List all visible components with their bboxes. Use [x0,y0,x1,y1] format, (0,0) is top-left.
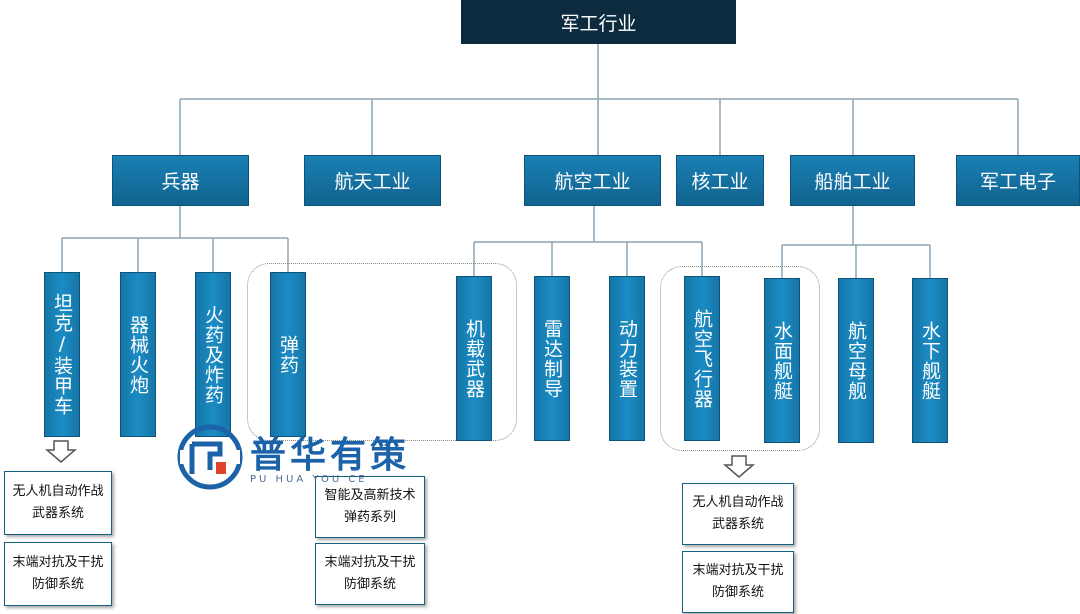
sub-surface-vessels: 水面舰艇 [764,278,800,443]
watermark-logo-icon [177,424,243,490]
note-uav-combat-system: 无人机自动作战武器系统 [682,483,794,545]
sub-submarines: 水下舰艇 [912,278,948,443]
down-arrow-icon [723,455,755,478]
category-nuclear: 核工业 [676,155,764,206]
sub-airborne-weapons: 机载武器 [456,276,492,441]
sub-propellant-explosives: 火药及炸药 [195,272,231,437]
category-weapons: 兵器 [112,155,249,206]
root-node: 军工行业 [461,0,736,44]
sub-aircraft-carrier: 航空母舰 [838,278,874,443]
note-text: 无人机自动作战武器系统 [692,495,784,532]
note-text: 末端对抗及干扰防御系统 [12,555,104,592]
down-arrow-icon [45,440,77,463]
note-text: 末端对抗及干扰防御系统 [324,555,416,592]
aircraft-group-outline [660,266,820,451]
note-terminal-defense-system: 末端对抗及干扰防御系统 [315,543,425,605]
sub-ammunition: 弹药 [270,272,306,437]
ammo-group-outline [247,263,517,441]
note-text: 无人机自动作战武器系统 [12,484,104,521]
sub-tank-armored-vehicle: 坦克/装甲车 [44,272,80,437]
sub-power-units: 动力装置 [609,276,645,441]
note-smart-ammunition: 智能及高新技术弹药系列 [315,476,425,538]
sub-radar-guidance: 雷达制导 [534,276,570,441]
watermark-subtitle: PU HUA YOU CE [250,474,368,485]
sub-aircraft: 航空飞行器 [684,276,720,441]
note-text: 智能及高新技术弹药系列 [324,488,416,525]
note-terminal-defense-system: 末端对抗及干扰防御系统 [4,542,112,606]
note-uav-combat-system: 无人机自动作战武器系统 [4,471,112,535]
watermark-title: 普华有策 [250,435,411,476]
category-shipbuilding: 船舶工业 [790,155,915,206]
category-military-electronics: 军工电子 [956,155,1080,206]
sub-artillery: 器械火炮 [120,272,156,437]
category-aerospace: 航天工业 [304,155,441,206]
category-aviation: 航空工业 [524,155,661,206]
note-text: 末端对抗及干扰防御系统 [692,563,784,600]
note-terminal-defense-system: 末端对抗及干扰防御系统 [682,551,794,613]
